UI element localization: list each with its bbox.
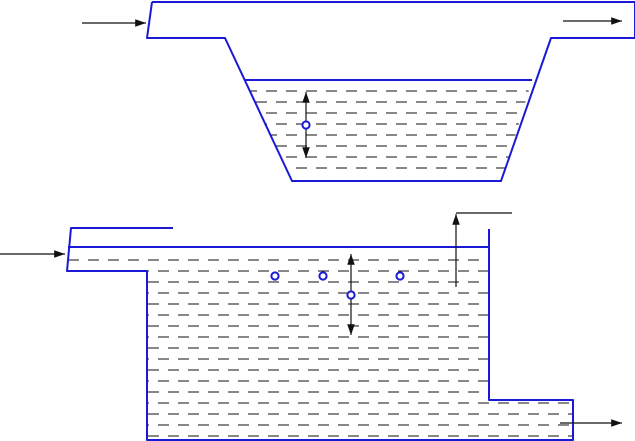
upper-particle-marker — [301, 120, 311, 130]
lower-tank-outline — [66, 227, 574, 441]
lower-particle-marker-1 — [270, 271, 280, 281]
lower-particle-marker-3 — [395, 271, 405, 281]
lower-particle-marker-4 — [346, 290, 356, 300]
lower-vessel — [0, 212, 622, 441]
upper-water-dashes — [246, 90, 532, 169]
upper-channel-outline — [146, 1, 635, 182]
lower-water-dashes — [68, 259, 573, 437]
upper-vessel — [82, 1, 635, 182]
lower-particle-marker-2 — [318, 271, 328, 281]
